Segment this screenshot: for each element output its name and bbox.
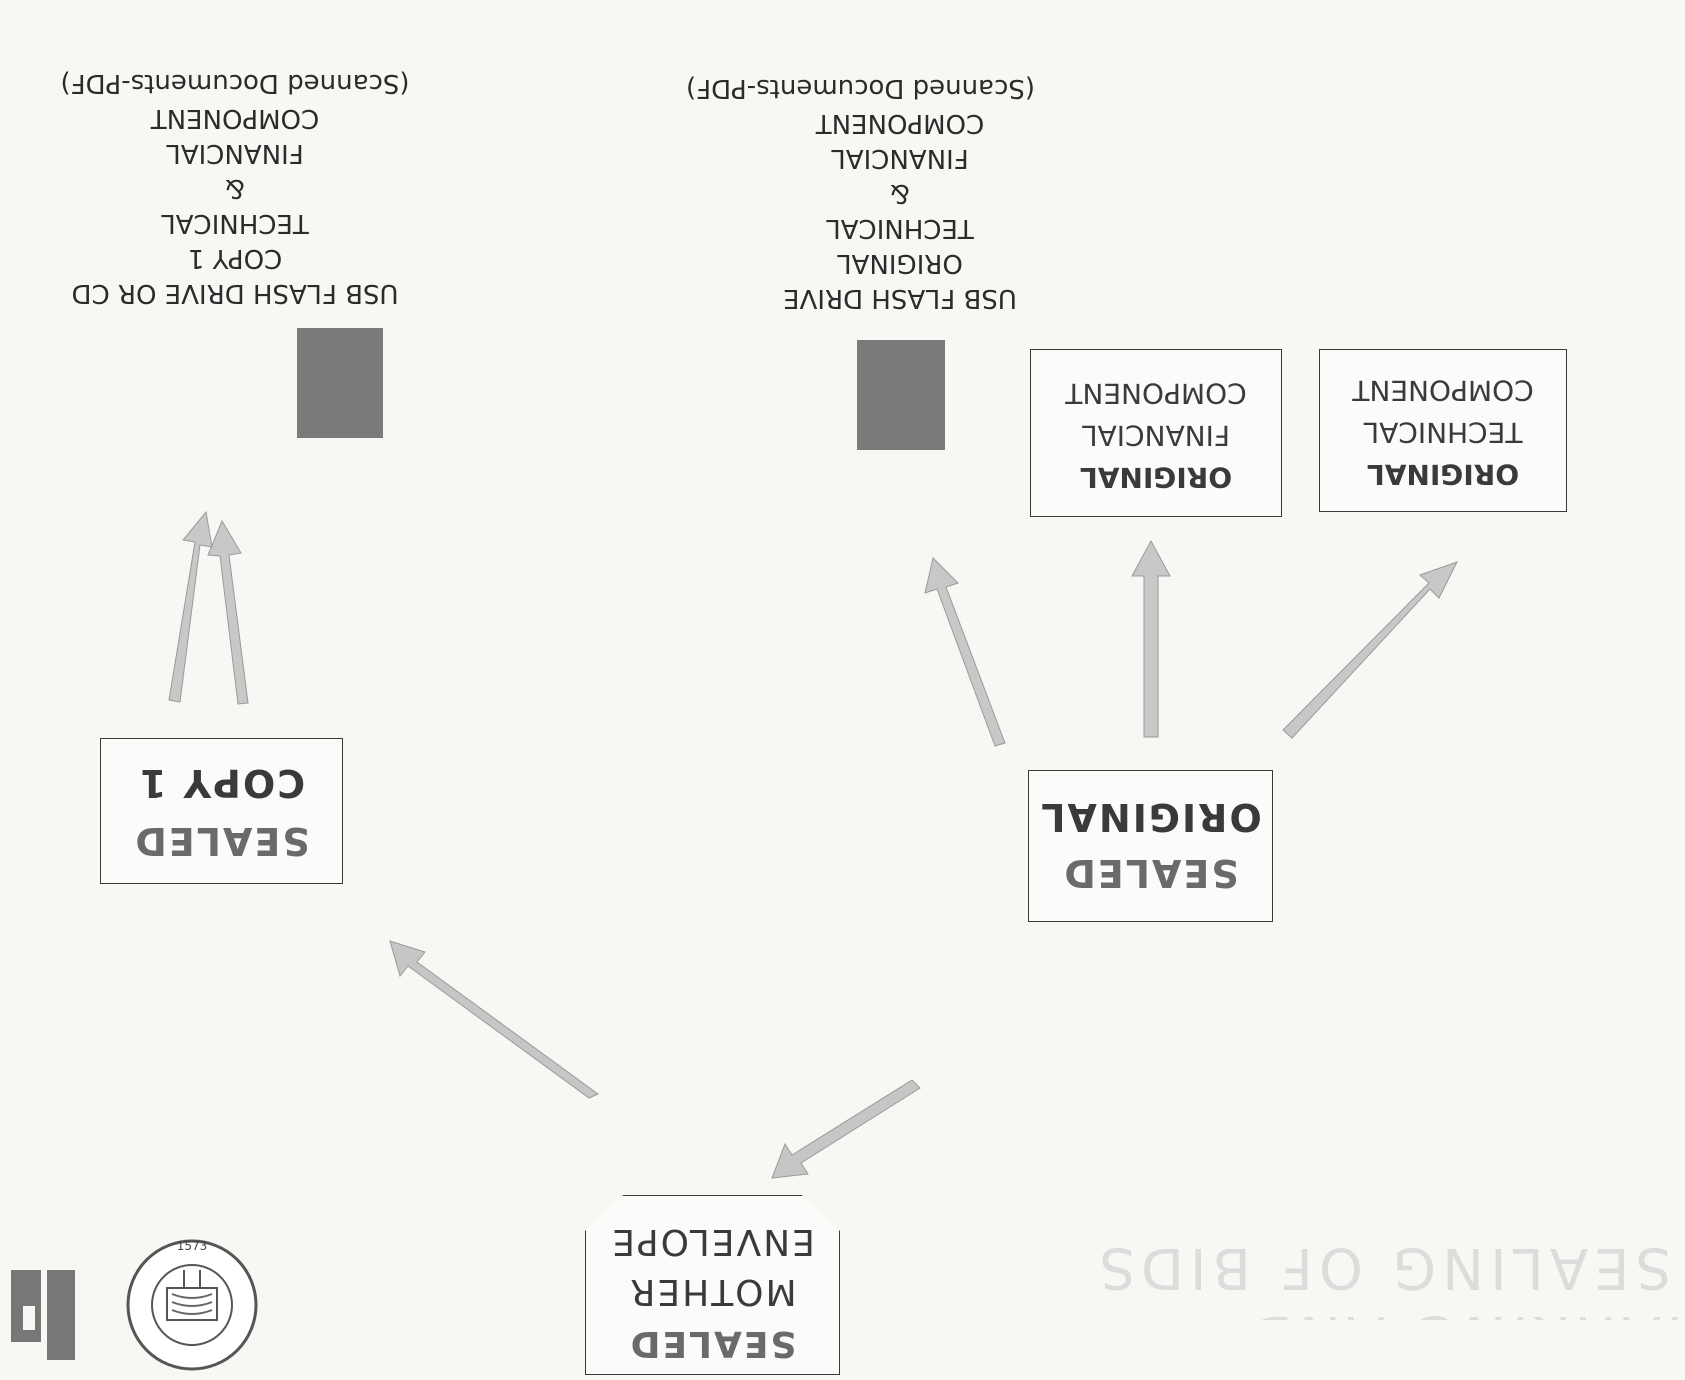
copy1-line-sealed: SEALED [133, 819, 310, 863]
orig-tech-line-1: ORIGINAL [1366, 458, 1520, 491]
arrow-original-to-technical [1282, 561, 1458, 739]
arrow-copy1-to-label [168, 510, 213, 703]
usb-copy-line-7: (Scanned Documents-PDF) [60, 68, 410, 98]
usb-original-label: USB FLASH DRIVE ORIGINAL TECHNICAL & FIN… [685, 70, 1035, 315]
seal-year: 1573 [177, 1239, 208, 1253]
usb-orig-line-5: FINANCIAL [831, 143, 969, 173]
usb-drive-copy1-icon [297, 328, 383, 438]
usb-orig-line-3: TECHNICAL [826, 213, 974, 243]
city-seal-logo: 1573 [126, 1239, 258, 1371]
usb-orig-line-7: (Scanned Documents-PDF) [685, 73, 1035, 103]
orig-fin-line-3: COMPONENT [1065, 377, 1247, 410]
usb-copy-line-1: USB FLASH DRIVE OR CD [71, 278, 399, 308]
usb-drive-original-icon [857, 340, 945, 450]
usb-orig-line-6: COMPONENT [815, 108, 985, 138]
orig-tech-line-3: COMPONENT [1352, 374, 1534, 407]
arrow-original-to-usb [924, 557, 1006, 747]
usb-copy-line-6: COMPONENT [150, 103, 320, 133]
usb-copy1-label: USB FLASH DRIVE OR CD COPY 1 TECHNICAL &… [25, 65, 445, 310]
usb-copy-line-4: & [224, 173, 246, 203]
orig-fin-line-1: ORIGINAL [1079, 461, 1233, 494]
original-technical-component-box: ORIGINAL TECHNICAL COMPONENT [1319, 349, 1567, 512]
mother-line-mother: MOTHER [628, 1271, 797, 1312]
arrow-mother-to-original [771, 1079, 921, 1179]
usb-copy-line-3: TECHNICAL [161, 208, 309, 238]
mother-line-envelope: ENVELOPE [610, 1221, 815, 1262]
original-line-sealed: SEALED [1062, 851, 1239, 895]
sealed-original-box: SEALED ORIGINAL [1028, 770, 1273, 922]
usb-copy-line-2: COPY 1 [187, 243, 283, 273]
arrow-mother-to-copy1 [389, 940, 599, 1099]
usb-copy-line-5: FINANCIAL [166, 138, 304, 168]
usb-orig-line-1: USB FLASH DRIVE [783, 283, 1017, 313]
copy1-line-copy: COPY 1 [137, 761, 306, 805]
mother-line-sealed: SEALED [628, 1323, 797, 1364]
partial-brand-logo [0, 1258, 75, 1370]
usb-orig-line-4: & [889, 178, 911, 208]
orig-tech-line-2: TECHNICAL [1363, 416, 1523, 449]
original-line-original: ORIGINAL [1039, 795, 1262, 839]
arrow-original-to-financial [1131, 539, 1171, 738]
sealed-copy1-box: SEALED COPY 1 [100, 738, 343, 884]
usb-orig-line-2: ORIGINAL [837, 248, 963, 278]
original-financial-component-box: ORIGINAL FINANCIAL COMPONENT [1030, 349, 1282, 517]
arrow-copy1-to-usb [207, 519, 249, 705]
sealed-mother-envelope-box: SEALED MOTHER ENVELOPE [585, 1195, 840, 1375]
orig-fin-line-2: FINANCIAL [1082, 419, 1230, 452]
